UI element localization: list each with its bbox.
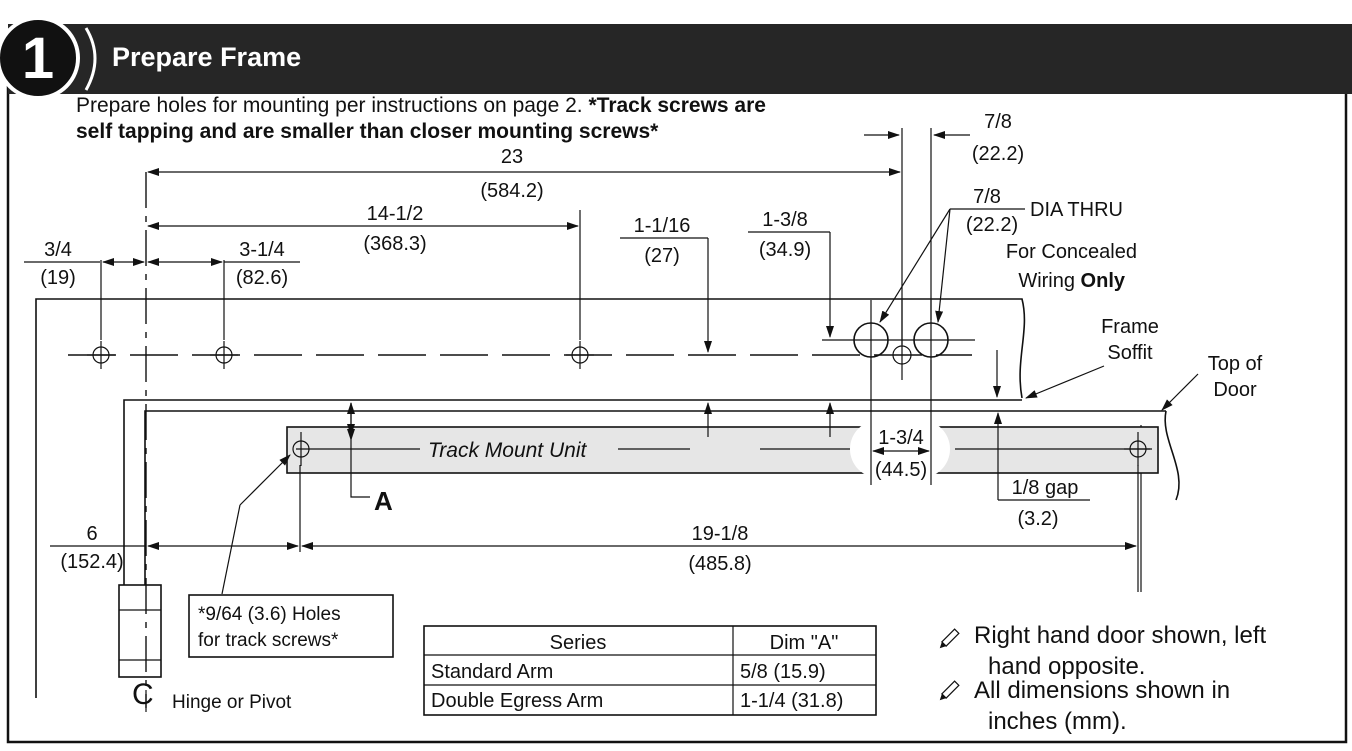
concealed-wiring-line-2: Wiring Only bbox=[1018, 270, 1126, 292]
note-1-line-1: Right hand door shown, left bbox=[974, 622, 1267, 649]
table-header-series: Series bbox=[550, 632, 607, 654]
intro-line-1-bold: *Track screws are bbox=[588, 94, 765, 117]
hinge-or-pivot-label: Hinge or Pivot bbox=[172, 692, 292, 713]
dim-7-8-hole-value: 7/8 bbox=[973, 186, 1001, 208]
dim-1-3-4-value: 1-3/4 bbox=[878, 427, 924, 449]
table-header-dim-a: Dim "A" bbox=[770, 632, 839, 654]
dim-a-leader bbox=[350, 440, 370, 498]
dim-7-8-hole-leader-left bbox=[879, 208, 951, 323]
frame-soffit-line bbox=[123, 399, 1022, 590]
holes-note-line-2: for track screws* bbox=[198, 630, 339, 651]
dim-a-label: A bbox=[374, 486, 393, 516]
pencil-icon bbox=[939, 628, 960, 649]
note-1: Right hand door shown, left hand opposit… bbox=[939, 622, 1267, 680]
frame-soffit-label-2: Soffit bbox=[1107, 342, 1153, 364]
door-top-line bbox=[144, 410, 1166, 590]
dim-7-8-hole-leader-right bbox=[935, 208, 951, 323]
dim-a-table: Series Dim "A" Standard Arm 5/8 (15.9) D… bbox=[423, 625, 877, 716]
hinge-block bbox=[118, 584, 162, 678]
frame-soffit-label-1: Frame bbox=[1101, 316, 1159, 338]
dim-6-value: 6 bbox=[86, 523, 97, 545]
note-2-line-1: All dimensions shown in bbox=[974, 677, 1230, 704]
table-cell-series: Double Egress Arm bbox=[431, 690, 603, 712]
intro-line-1: Prepare holes for mounting per instructi… bbox=[76, 94, 766, 117]
step-number: 1 bbox=[22, 26, 54, 91]
top-of-door-label-2: Door bbox=[1213, 379, 1257, 401]
step-badge bbox=[0, 16, 80, 100]
frame-outline bbox=[35, 298, 1026, 698]
frame-hole-2 bbox=[210, 341, 238, 369]
dim-6-mm: (152.4) bbox=[60, 551, 123, 573]
concealed-wiring-plain: Wiring bbox=[1018, 270, 1080, 292]
concealed-wiring-bold: Only bbox=[1081, 270, 1126, 292]
header-title: Prepare Frame bbox=[112, 42, 301, 72]
dim-3-4-mm: (19) bbox=[40, 267, 76, 289]
dim-1-3-4-mm: (44.5) bbox=[875, 459, 927, 481]
holes-note-box bbox=[188, 594, 394, 658]
door-edge-curve bbox=[1164, 410, 1180, 501]
top-of-door-label-1: Top of bbox=[1208, 353, 1263, 375]
note-2-line-2: inches (mm). bbox=[988, 708, 1127, 735]
dim-7-8-top-value: 7/8 bbox=[984, 111, 1012, 133]
dim-7-8-top-mm: (22.2) bbox=[972, 143, 1024, 165]
dim-14-1-2-value: 14-1/2 bbox=[367, 203, 424, 225]
dim-3-1-4-value: 3-1/4 bbox=[239, 239, 285, 261]
dim-19-1-8-mm: (485.8) bbox=[688, 553, 751, 575]
note-2: All dimensions shown in inches (mm). bbox=[939, 677, 1230, 735]
table-cell-dim-a: 1-1/4 (31.8) bbox=[740, 690, 843, 712]
intro-line-1-plain: Prepare holes for mounting per instructi… bbox=[76, 94, 588, 117]
dim-7-8-hole-mm: (22.2) bbox=[966, 214, 1018, 236]
table-cell-dim-a: 5/8 (15.9) bbox=[740, 661, 826, 683]
frame-hole-3 bbox=[566, 341, 594, 369]
track-mount-unit-label: Track Mount Unit bbox=[428, 439, 587, 462]
dia-thru-label: DIA THRU bbox=[1030, 199, 1123, 221]
track-mount-unit bbox=[286, 426, 1159, 474]
dim-3-4-value: 3/4 bbox=[44, 239, 72, 261]
holes-note-leader-2 bbox=[239, 454, 291, 506]
header-bar-fill bbox=[8, 24, 1352, 92]
track-hole-left bbox=[292, 432, 310, 466]
intro-line-2: self tapping and are smaller than closer… bbox=[76, 120, 659, 143]
table-cell-series: Standard Arm bbox=[431, 661, 553, 683]
dim-23-value: 23 bbox=[501, 146, 523, 168]
dim-1-8-gap-value: 1/8 gap bbox=[1012, 477, 1079, 499]
dim-1-3-8-mm: (34.9) bbox=[759, 239, 811, 261]
dim-19-1-8-value: 19-1/8 bbox=[692, 523, 749, 545]
note-1-line-2: hand opposite. bbox=[988, 653, 1145, 680]
header-divider-arc bbox=[84, 27, 97, 91]
dim-23-mm: (584.2) bbox=[480, 180, 543, 202]
centerline-symbol: C bbox=[132, 678, 154, 711]
frame-hole-1 bbox=[87, 341, 115, 369]
top-of-door-leader bbox=[1161, 373, 1199, 411]
dim-1-8-gap-mm: (3.2) bbox=[1017, 508, 1058, 530]
pencil-icon bbox=[939, 680, 960, 701]
frame-soffit-leader bbox=[1025, 365, 1105, 399]
dim-1-1-16-value: 1-1/16 bbox=[634, 215, 691, 237]
track-hole-right bbox=[1124, 432, 1152, 466]
holes-note-leader bbox=[221, 504, 241, 595]
dim-1-1-16-mm: (27) bbox=[644, 245, 680, 267]
dim-3-1-4-mm: (82.6) bbox=[236, 267, 288, 289]
dim-14-1-2-mm: (368.3) bbox=[363, 233, 426, 255]
dim-1-3-8-value: 1-3/8 bbox=[762, 209, 808, 231]
holes-note-line-1: *9/64 (3.6) Holes bbox=[198, 604, 341, 625]
concealed-wiring-line-1: For Concealed bbox=[1006, 241, 1137, 263]
